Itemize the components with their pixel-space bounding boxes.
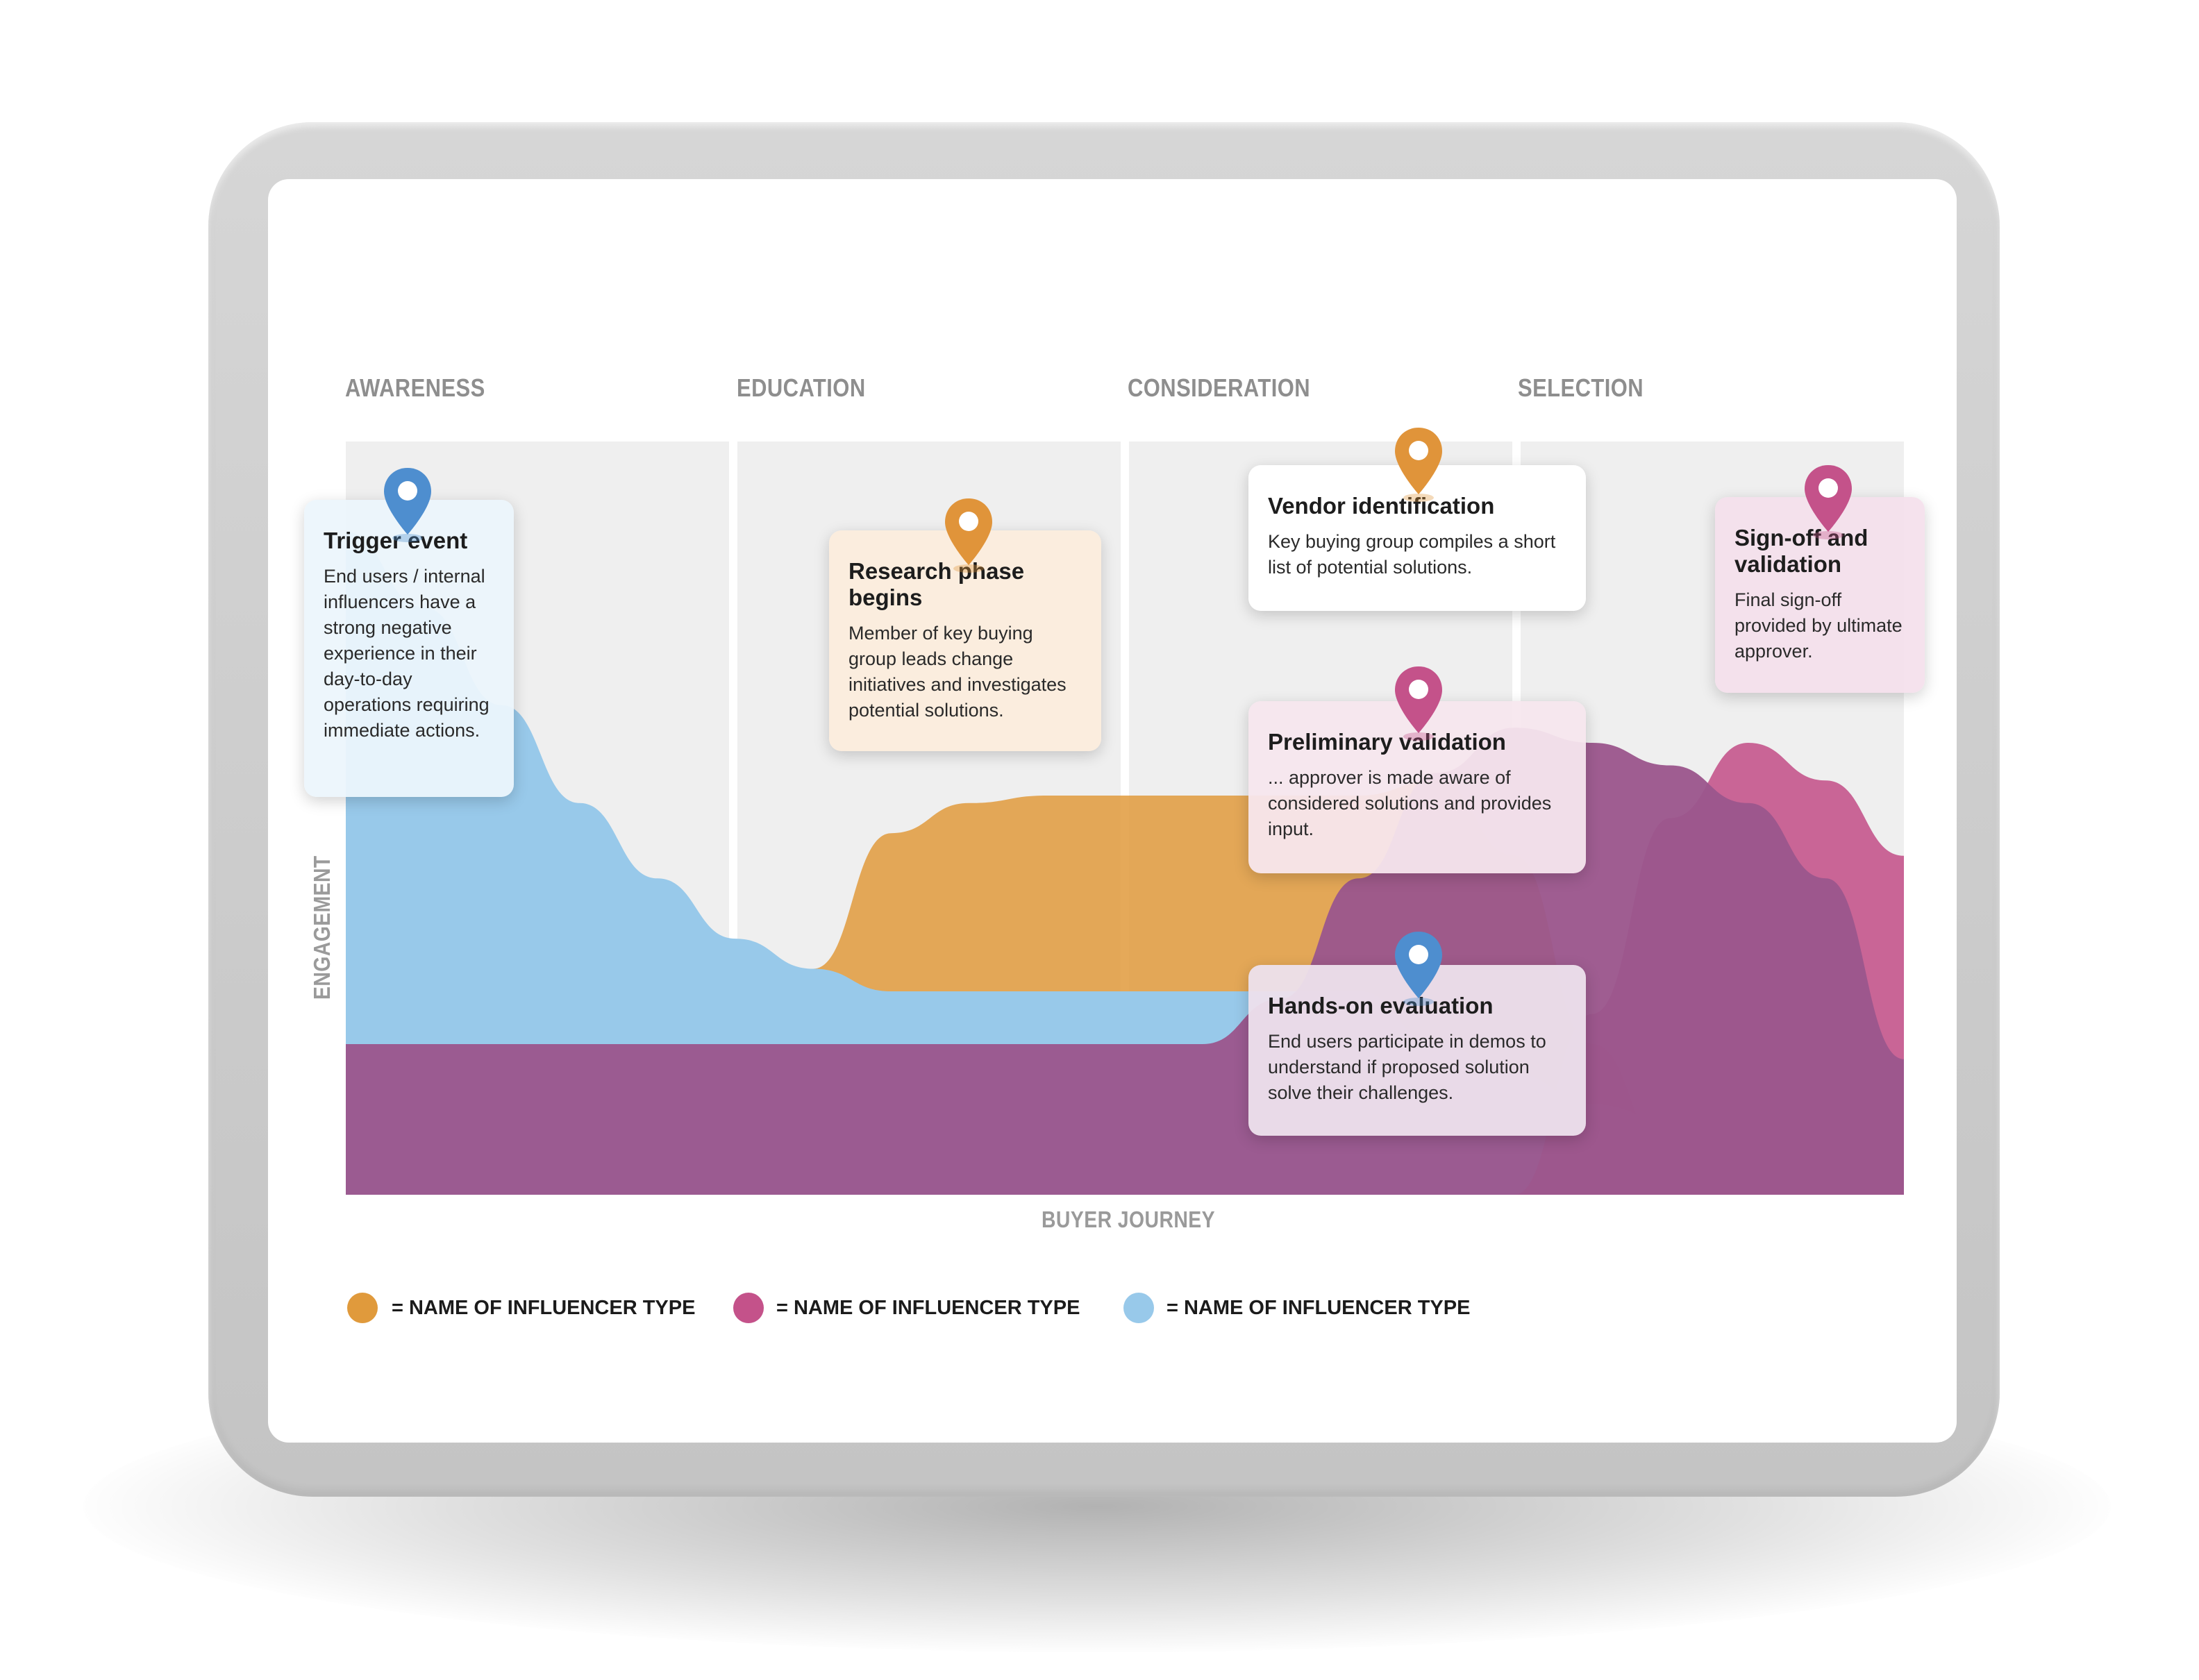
location-pin-icon-blue bbox=[1395, 932, 1442, 1006]
legend-swatch-blue bbox=[1123, 1293, 1154, 1323]
x-axis-label: BUYER JOURNEY bbox=[1042, 1207, 1216, 1232]
card-body: Final sign-off provided by ultimate appr… bbox=[1734, 589, 1903, 662]
card-title: Hands-on evaluation bbox=[1268, 993, 1494, 1018]
location-pin-icon-blue bbox=[384, 468, 431, 542]
card-title: Preliminary validation bbox=[1268, 729, 1506, 755]
card-body: Key buying group compiles a short list o… bbox=[1268, 531, 1556, 578]
card-research-phase: Research phase begins Member of key buyi… bbox=[829, 530, 1101, 751]
location-pin-icon-magenta bbox=[1805, 465, 1852, 539]
legend-label-orange: = NAME OF INFLUENCER TYPE bbox=[392, 1297, 696, 1319]
stage-label-education: EDUCATION bbox=[737, 373, 866, 402]
card-title: Trigger event bbox=[324, 528, 468, 553]
card-body: Member of key buying group leads change … bbox=[848, 623, 1067, 721]
location-pin-icon-magenta bbox=[1395, 666, 1442, 741]
card-body: End users participate in demos to unders… bbox=[1268, 1031, 1546, 1103]
legend-swatch-orange bbox=[347, 1293, 378, 1323]
y-axis-label: ENGAGEMENT bbox=[309, 855, 335, 1000]
legend-label-blue: = NAME OF INFLUENCER TYPE bbox=[1167, 1297, 1471, 1319]
location-pin-icon-orange bbox=[1395, 428, 1442, 502]
card-title: Research phase begins bbox=[848, 558, 1025, 610]
stage-label-consideration: CONSIDERATION bbox=[1128, 373, 1311, 402]
location-pin-icon-orange bbox=[945, 498, 992, 573]
card-sign-off-validation: Sign-off and validation Final sign-off p… bbox=[1715, 497, 1925, 693]
card-body: End users / internal influencers have a … bbox=[324, 566, 490, 741]
card-body: ... approver is made aware of considered… bbox=[1268, 767, 1552, 839]
card-title: Sign-off and validation bbox=[1734, 525, 1868, 577]
stage-label-selection: SELECTION bbox=[1518, 373, 1644, 402]
card-trigger-event: Trigger event End users / internal influ… bbox=[304, 500, 514, 797]
card-title: Vendor identification bbox=[1268, 493, 1495, 519]
area-series-blue bbox=[346, 532, 1904, 1195]
stage-label-awareness: AWARENESS bbox=[345, 373, 485, 402]
legend-label-magenta: = NAME OF INFLUENCER TYPE bbox=[776, 1297, 1080, 1319]
legend-swatch-magenta bbox=[733, 1293, 764, 1323]
